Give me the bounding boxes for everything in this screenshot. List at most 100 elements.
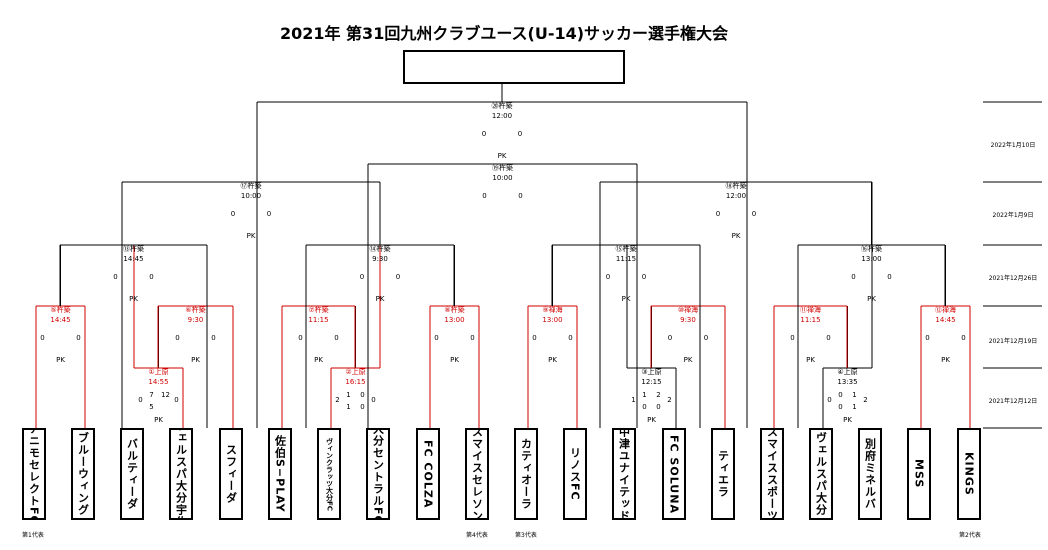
match-time-label: 16:15 [345,378,365,386]
team-name: FC SOLUNA [667,434,681,514]
score-left: 0 [532,334,536,342]
pk-label: PK [129,295,138,303]
team-name: ブルーウィング [76,432,90,516]
half-score-left: 7 [149,391,153,399]
match-venue-label: ③上原 [641,367,661,376]
team-name: スマイスセレソン [470,428,484,520]
score-right: 0 [887,273,891,281]
half-score-left: 1 [346,403,350,411]
match-time-label: 9:30 [188,316,204,324]
match-venue-label: ⑥杵築 [185,305,205,314]
representative-label: 第4代表 [466,532,488,539]
team-name: スフィーダ [224,444,238,504]
match-time-label: 14:45 [50,316,70,324]
match-venue-label: ⑦杵築 [308,305,328,314]
score-right: 0 [518,130,522,138]
match-venue-label: ⑰杵築 [241,181,262,190]
match-time-label: 14:55 [148,378,168,386]
half-score-right: 12 [161,391,170,399]
pk-label: PK [867,295,876,303]
round-date-label: 2021年12月26日 [988,275,1038,282]
half-score-right: 0 [360,391,364,399]
match-venue-label: ⑬杵築 [123,244,144,253]
score-left: 0 [482,192,486,200]
team-name: 中津ユナイテッド [617,428,631,520]
team-box: FC COLZA [416,428,440,520]
team-box: ヴェルスパ大分宇佐 [169,428,193,520]
representative-label: 第1代表 [22,532,44,539]
pk-label: PK [732,232,741,240]
round-date-label: 2022年1月10日 [990,142,1036,149]
pk-label: PK [622,295,631,303]
match-time-label: 13:00 [861,255,881,263]
score-right: 0 [174,396,178,404]
score-left: 0 [175,334,179,342]
score-left: 0 [668,334,672,342]
match-time-label: 13:00 [444,316,464,324]
score-left: 0 [40,334,44,342]
team-box: 佐伯S−PLAY [268,428,292,520]
team-name: リノスFC [568,447,582,501]
pk-label: PK [191,356,200,364]
score-right: 0 [211,334,215,342]
score-right: 0 [267,210,271,218]
pk-label: PK [843,416,852,424]
pk-label: PK [247,232,256,240]
representative-label: 第2代表 [959,532,981,539]
match-time-label: 11:15 [800,316,820,324]
half-score-left: 1 [642,391,646,399]
match-venue-label: ⑲杵築 [492,163,513,172]
half-score-left: 5 [149,403,153,411]
match-venue-label: ⑮杵築 [616,244,637,253]
score-left: 0 [925,334,929,342]
half-score-right: 0 [656,403,660,411]
team-name: 大分セントラルFC [371,428,385,520]
team-box: ヴィンクラッツ大分FC [317,428,341,520]
team-name: FC COLZA [421,439,435,509]
team-box: スフィーダ [219,428,243,520]
team-name: ヴェルスパ大分 [814,432,828,516]
team-name: スマイススポーツ [765,428,779,520]
team-box: バルティーダ [120,428,144,520]
team-box: ブルーウィング [71,428,95,520]
score-left: 0 [113,273,117,281]
score-right: 0 [568,334,572,342]
score-right: 0 [470,334,474,342]
score-right: 0 [752,210,756,218]
team-box: アニモセレクトFC [22,428,46,520]
team-box: FC SOLUNA [662,428,686,520]
score-left: 1 [631,396,635,404]
team-box: スマイスセレソン [465,428,489,520]
half-score-right: 1 [852,403,856,411]
score-left: 0 [138,396,142,404]
team-box: カティオーラ [514,428,538,520]
match-venue-label: ⑨禅海 [542,305,562,314]
team-name: 佐伯S−PLAY [273,435,287,513]
champion-box [403,50,625,84]
score-right: 0 [704,334,708,342]
pk-label: PK [548,356,557,364]
team-box: ヴェルスパ大分 [809,428,833,520]
pk-label: PK [941,356,950,364]
match-time-label: 11:15 [308,316,328,324]
pk-label: PK [498,152,507,160]
score-left: 0 [360,273,364,281]
match-time-label: 12:00 [492,112,512,120]
score-left: 0 [482,130,486,138]
team-box: 大分セントラルFC [366,428,390,520]
match-venue-label: ⑤杵築 [50,305,70,314]
team-box: リノスFC [563,428,587,520]
team-box: スマイススポーツ [760,428,784,520]
match-venue-label: ⑱杵築 [726,181,747,190]
pk-label: PK [450,356,459,364]
half-score-left: 0 [838,403,842,411]
match-time-label: 13:00 [542,316,562,324]
score-right: 2 [667,396,671,404]
match-venue-label: ⑯杵築 [861,244,882,253]
pk-label: PK [806,356,815,364]
score-right: 0 [518,192,522,200]
score-right: 0 [826,334,830,342]
score-right: 0 [334,334,338,342]
score-left: 0 [851,273,855,281]
